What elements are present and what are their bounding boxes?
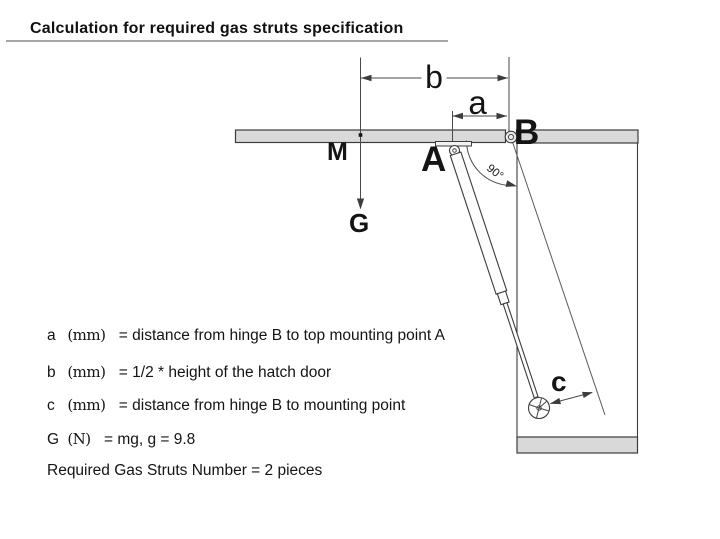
legend-definition-c: = distance from hinge B to mounting poin…	[118, 397, 406, 414]
dimension-b-arrow-right	[497, 74, 508, 82]
dimension-b-arrow-left	[361, 74, 372, 82]
page-title: Calculation for required gas struts spec…	[30, 20, 404, 37]
dimension-a-arrow-right	[496, 112, 507, 120]
legend-symbol-g: G	[47, 431, 60, 448]
legend-definition-a: = distance from hinge B to top mounting …	[118, 327, 445, 344]
legend-symbol-b: b	[47, 364, 56, 381]
hinge-to-mount-line	[512, 141, 606, 416]
mount-point-spokes	[528, 397, 550, 419]
legend-line-b: b (mm) = 1/2 * height of the hatch door	[47, 363, 331, 382]
legend-symbol-c: c	[47, 397, 55, 414]
mount-point-lower	[527, 396, 551, 420]
hinge-b: B	[504, 113, 539, 152]
gravity-arrowhead	[356, 198, 365, 210]
dimension-b: b	[361, 57, 510, 132]
point-a-label: A	[421, 140, 446, 179]
dimension-c-arrow-left	[550, 397, 561, 405]
legend-definition-b: = 1/2 * height of the hatch door	[118, 364, 332, 381]
dimension-c-arrow-right	[582, 391, 593, 399]
legend-line-a: a (mm) = distance from hinge B to top mo…	[47, 326, 445, 345]
gravity-arrow: G M	[327, 57, 369, 238]
angle-arc-path	[466, 140, 512, 186]
pivot-a-inner	[452, 148, 457, 153]
mass-center-dot	[358, 133, 363, 137]
legend-definition-g: = mg, g = 9.8	[103, 431, 196, 448]
hatch-door	[234, 129, 507, 144]
hinge-b-inner	[507, 133, 515, 141]
angle-arc-arrowhead	[505, 180, 517, 187]
legend-unit-c: (mm)	[67, 396, 106, 414]
legend-line-c: c (mm) = distance from hinge B to mounti…	[47, 396, 405, 415]
legend-unit-g: (N)	[67, 430, 91, 448]
angle-label: 90°	[484, 162, 505, 182]
point-b-label: B	[514, 113, 539, 152]
point-m-label: M	[327, 138, 348, 166]
wall-bottom	[516, 436, 639, 454]
mount-point-center	[536, 405, 542, 411]
legend-unit-b: (mm)	[67, 363, 106, 381]
dimension-c: c	[550, 366, 593, 405]
dimension-b-label: b	[425, 59, 443, 95]
hinge-b-outer	[504, 130, 518, 144]
legend-unit-a: (mm)	[67, 326, 106, 344]
required-struts-note: Required Gas Struts Number = 2 pieces	[47, 462, 323, 479]
angle-arc: 90°	[466, 140, 517, 187]
dimension-a-arrow-left	[452, 112, 463, 120]
title-underline	[6, 40, 448, 42]
dimension-c-label: c	[551, 366, 567, 397]
gas-strut	[449, 151, 539, 399]
dimension-a: a	[452, 84, 507, 143]
dimension-a-label: a	[468, 84, 487, 121]
legend-symbol-a: a	[47, 327, 56, 344]
force-g-label: G	[349, 208, 369, 238]
strut-rod	[502, 302, 539, 399]
legend-line-g: G (N) = mg, g = 9.8	[47, 430, 195, 449]
